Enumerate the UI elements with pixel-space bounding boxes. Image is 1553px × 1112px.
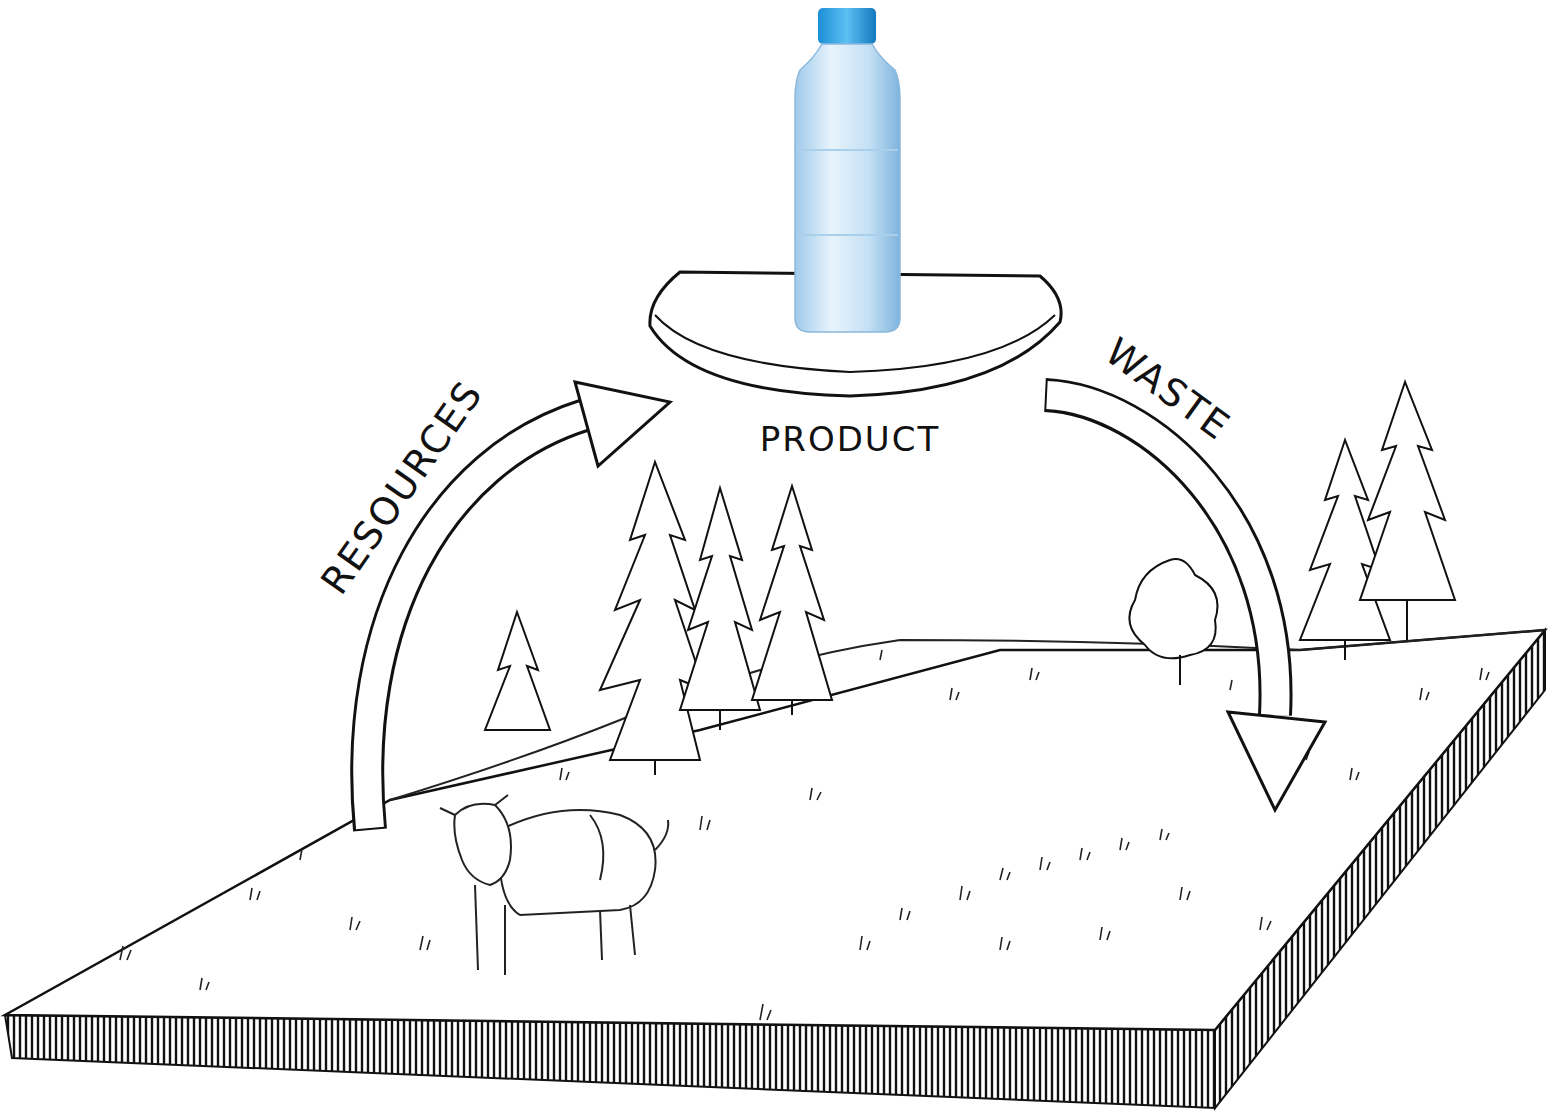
trees (485, 382, 1455, 775)
cow (440, 795, 668, 975)
waste-arrow (1045, 395, 1325, 810)
water-bottle (795, 8, 900, 332)
product-label: PRODUCT (760, 421, 940, 458)
ground-slab (5, 630, 1545, 1108)
